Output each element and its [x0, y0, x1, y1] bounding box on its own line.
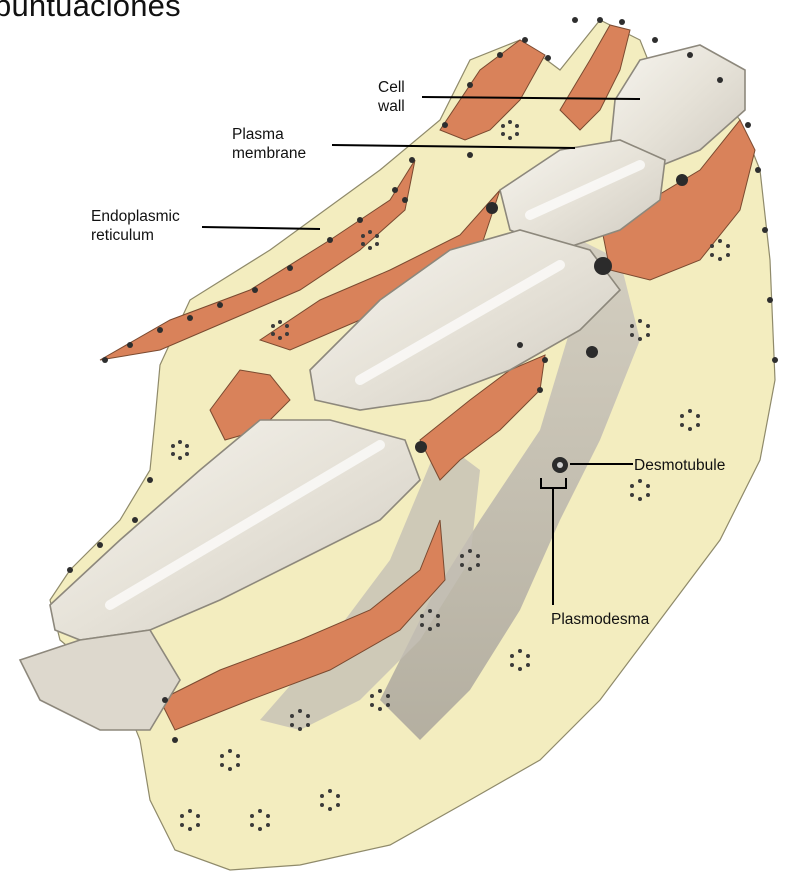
label-cell-wall-line1: Cell — [378, 79, 405, 96]
label-endoplasmic-reticulum-line2: reticulum — [91, 227, 154, 244]
label-plasma-membrane-line2: membrane — [232, 145, 306, 162]
label-cell-wall-line2: wall — [377, 98, 405, 115]
label-plasma-membrane-line1: Plasma — [232, 126, 284, 143]
label-plasmodesma: Plasmodesma — [551, 611, 650, 628]
desmotubule-core — [557, 462, 563, 468]
label-endoplasmic-reticulum-line1: Endoplasmic — [91, 208, 180, 225]
label-desmotubule: Desmotubule — [634, 457, 725, 474]
